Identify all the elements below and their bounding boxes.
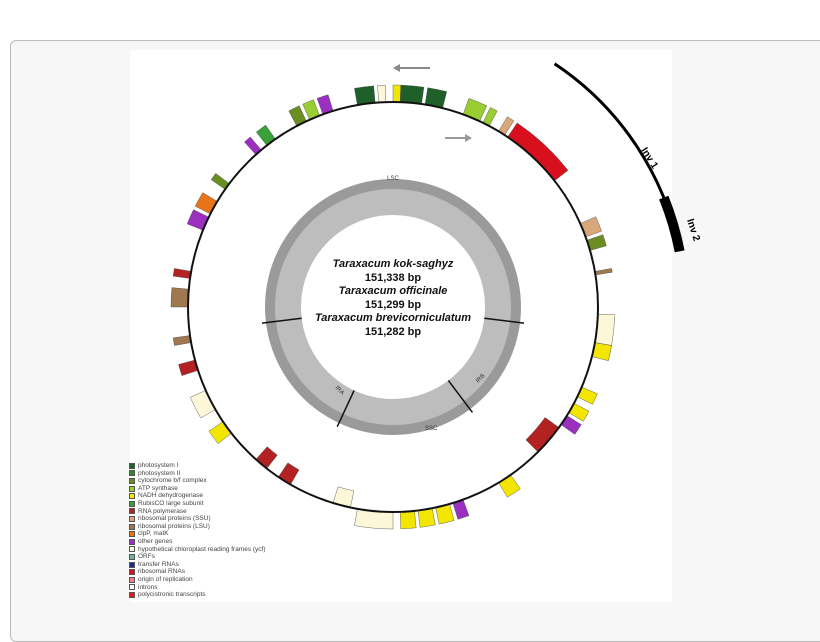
legend-swatch: [129, 485, 135, 492]
gene-block: [278, 462, 300, 485]
legend-label: ribosomal proteins (SSU): [138, 515, 211, 523]
gene-block: [507, 122, 569, 182]
legend-item: ribosomal proteins (LSU): [129, 523, 266, 531]
legend-swatch: [129, 591, 135, 598]
legend-item: RNA polymerase: [129, 508, 266, 516]
legend-item: photosystem II: [129, 470, 266, 478]
legend-swatch: [129, 531, 135, 538]
legend-item: transfer RNAs: [129, 561, 266, 569]
legend-label: hypothetical chloroplast reading frames …: [138, 545, 266, 553]
genome-size: 151,299 bp: [364, 298, 422, 311]
legend-item: origin of replication: [129, 576, 266, 584]
region-boundary-tick: [261, 317, 302, 324]
region-label-lsc: LSC: [387, 176, 399, 182]
gene-block: [392, 84, 401, 103]
region-boundary-tick: [484, 317, 525, 324]
gene-block: [208, 421, 232, 444]
arrowhead-icon: [465, 134, 472, 142]
species-name: Taraxacum kok-saghyz: [332, 258, 454, 270]
legend-item: introns: [129, 584, 266, 592]
region-boundary-tick: [447, 380, 474, 413]
gene-block: [194, 192, 218, 215]
genome-size-summary: Taraxacum kok-saghyz 151,338 bp Taraxacu…: [293, 258, 493, 340]
region-label-ssc: SSC: [425, 426, 438, 432]
legend-item: cytochrome b/f complex: [129, 477, 266, 485]
legend-item: ribosomal proteins (SSU): [129, 515, 266, 523]
legend-label: ribosomal RNAs: [138, 568, 185, 576]
gene-block: [399, 84, 425, 105]
genome-size: 151,282 bp: [364, 325, 422, 338]
arrowhead-icon: [393, 64, 400, 72]
species-name: Taraxacum brevicorniculatum: [314, 312, 472, 325]
legend-item: photosystem I: [129, 462, 266, 470]
center-circle: [301, 215, 485, 399]
gene-block: [172, 335, 192, 346]
legend-item: RubisCO large subunit: [129, 500, 266, 508]
gene-block: [594, 268, 613, 276]
legend-label: photosystem II: [138, 469, 181, 477]
legend-item: hypothetical chloroplast reading frames …: [129, 546, 266, 554]
legend-label: NADH dehydrogenase: [138, 492, 204, 500]
legend-swatch: [129, 500, 135, 507]
gene-block: [498, 474, 521, 498]
gene-block: [186, 209, 210, 231]
gene-blocks: [170, 84, 616, 530]
legend-label: ribosomal proteins (LSU): [138, 522, 210, 530]
legend-item: ATP synthase: [129, 485, 266, 493]
legend-swatch: [129, 462, 135, 469]
legend-swatch: [129, 477, 135, 484]
gene-block: [170, 287, 189, 308]
legend-label: cytochrome b/f complex: [138, 477, 207, 485]
legend-label: photosystem I: [138, 462, 179, 469]
legend-swatch: [129, 584, 135, 591]
legend-swatch: [129, 561, 135, 568]
legend-item: ORFs: [129, 553, 266, 561]
legend-swatch: [129, 569, 135, 576]
legend-swatch: [129, 553, 135, 560]
legend-swatch: [129, 515, 135, 522]
legend-swatch: [129, 538, 135, 545]
legend-item: other genes: [129, 538, 266, 546]
legend-label: other genes: [138, 537, 173, 545]
gene-block: [256, 124, 276, 146]
legend-label: ORFs: [138, 553, 155, 561]
region-boundaries: [261, 317, 525, 427]
legend-label: RubisCO large subunit: [138, 499, 204, 507]
legend-label: polycistronic transcripts: [138, 591, 206, 599]
legend-label: transfer RNAs: [138, 560, 179, 568]
legend-label: RNA polymerase: [138, 507, 187, 515]
legend-swatch: [129, 508, 135, 515]
legend-label: introns: [138, 583, 158, 591]
legend-swatch: [129, 576, 135, 583]
gene-block: [377, 84, 387, 103]
genome-size: 151,338 bp: [364, 271, 422, 284]
species-name: Taraxacum officinale: [338, 285, 448, 298]
genome-circle: [187, 101, 599, 513]
legend-label: ATP synthase: [138, 484, 178, 492]
legend-swatch: [129, 493, 135, 500]
legend-item: NADH dehydrogenase: [129, 492, 266, 500]
inversion-2-arc: [659, 195, 685, 253]
gene-block: [462, 98, 488, 122]
legend-label: clpP, matK: [138, 530, 169, 538]
region-boundary-tick: [336, 390, 355, 427]
legend-item: clpP, matK: [129, 530, 266, 538]
gene-block: [399, 510, 417, 530]
legend-swatch: [129, 470, 135, 477]
gene-block: [172, 268, 192, 279]
chloroplast-genome-map: LSC IRA SSC IRB Inv 1 Inv 2: [170, 62, 702, 530]
legend-swatch: [129, 546, 135, 553]
legend-label: origin of replication: [138, 575, 193, 583]
legend-swatch: [129, 523, 135, 530]
region-label-ira: IRA: [334, 385, 345, 396]
region-label-irb: IRB: [475, 373, 486, 384]
legend-item: polycistronic transcripts: [129, 591, 266, 599]
inversion-1-label: Inv 1: [638, 146, 660, 172]
inversion-2-label: Inv 2: [684, 218, 702, 243]
legend-item: ribosomal RNAs: [129, 568, 266, 576]
inversion-1-arc: [553, 62, 682, 252]
